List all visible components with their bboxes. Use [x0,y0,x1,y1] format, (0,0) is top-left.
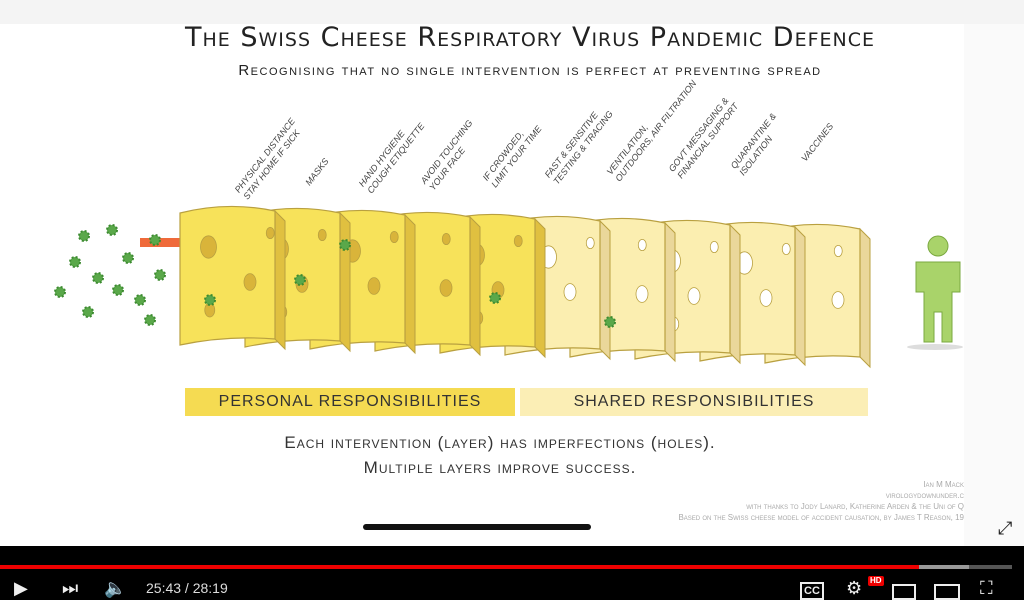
hd-badge: HD [868,576,884,586]
virus-particle [54,286,66,298]
virus-particle [149,234,161,246]
virus-particle [134,294,146,306]
settings-icon[interactable]: ⚙ [846,578,863,598]
virus-particle [604,316,616,328]
virus-particle [106,224,118,236]
cheese-hole [585,236,595,249]
virus-particle [204,294,216,306]
virus-particle [339,239,351,251]
virus-particle [69,256,81,268]
person-shadow [907,344,963,350]
miniplayer-icon[interactable] [892,584,916,600]
cheese-slice-edge [664,221,676,363]
cheese-slice-edge [469,215,481,357]
virus-particle [78,230,90,242]
played-bar [0,565,919,569]
cheese-hole [204,302,216,318]
cheese-hole [367,277,381,295]
right-strip [964,24,1024,546]
virus-particle [154,269,166,281]
cheese-hole [759,289,773,307]
cheese-slice-edge [599,219,611,361]
credit-line: with thanks to Jody Lanard, Katherine Ar… [746,502,964,511]
cheese-hole [513,234,523,247]
virus-particle [92,272,104,284]
cheese-slice-edge [729,223,741,365]
cheese-slice-edge [794,225,806,367]
cheese-slice [179,205,276,346]
volume-icon[interactable]: 🔈 [104,578,127,598]
cheese-hole [317,228,327,241]
cheese-slice-edge [274,209,286,351]
cheese-hole [439,279,453,297]
scrub-handle-overlay[interactable] [363,524,591,530]
play-icon[interactable]: ▶ [14,578,28,598]
cheese-slice-edge [859,227,871,369]
cheese-hole [833,244,843,257]
cheese-hole [687,287,701,305]
swiss-cheese-illustration [54,205,963,369]
cheese-hole [389,230,399,243]
message-line-2: Multiple layers improve success. [363,458,637,477]
cheese-hole [243,273,257,291]
virus-particle [122,252,134,264]
cheese-hole [709,240,719,253]
credit-line: Based on the Swiss cheese model of accid… [678,513,964,522]
cheese-hole [563,283,577,301]
next-icon[interactable]: ⏭ [62,578,79,598]
cheese-hole [635,285,649,303]
cheese-hole [831,291,845,309]
expand-icon[interactable]: ⤢ [998,518,1013,538]
slide-subtitle: Recognising that no single intervention … [238,62,822,79]
shared-responsibilities-band: Shared responsibilities [520,388,868,416]
cheese-hole [637,238,647,251]
virus-particle [82,306,94,318]
slide-title: The Swiss Cheese Respiratory Virus Pande… [185,22,875,53]
personal-responsibilities-band: Personal responsibilities [185,388,515,416]
cheese-hole [200,235,217,259]
cheese-hole [441,232,451,245]
virus-particle [294,274,306,286]
virus-particle [489,292,501,304]
cheese-slice-edge [534,217,546,359]
message-line-1: Each intervention (layer) has imperfecti… [284,433,716,452]
cheese-hole [781,242,791,255]
credit-line: Ian M Mack [923,480,964,489]
captions-button[interactable]: CC [800,582,824,600]
top-strip [0,0,1024,24]
theater-mode-icon[interactable] [934,584,960,600]
person-head [927,235,949,257]
cheese-slice-edge [339,211,351,353]
person-body [915,261,961,343]
cheese-slice-edge [404,213,416,355]
time-display: 25:43 / 28:19 [146,580,228,596]
video-frame[interactable]: The Swiss Cheese Respiratory Virus Pande… [0,0,1024,546]
progress-bar[interactable] [0,565,1012,569]
virus-particle [112,284,124,296]
cheese-hole [265,226,275,239]
credit-line: virologydownunder.c [885,491,964,500]
fullscreen-icon[interactable]: ⛶ [980,578,993,598]
virus-particle [144,314,156,326]
